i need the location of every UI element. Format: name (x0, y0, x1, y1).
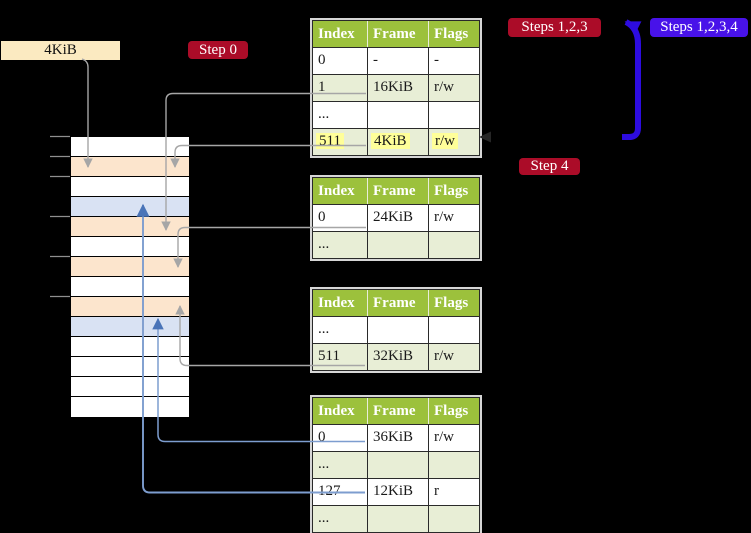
cell-frame (368, 232, 429, 258)
table-row-highlighted: 511 4KiB r/w (313, 128, 479, 155)
cell-flags (429, 506, 479, 532)
table-header-row: Index Frame Flags (313, 21, 479, 47)
table-row: ... (313, 101, 479, 128)
col-header-index: Index (313, 290, 368, 316)
memory-frame-row (71, 277, 189, 297)
cell-frame (368, 317, 429, 343)
highlight: 4KiB (371, 133, 410, 149)
memory-frame-row (71, 197, 189, 217)
cell-index: 1 (313, 75, 368, 101)
memory-frame-row (71, 377, 189, 397)
table-row: ... (313, 451, 479, 478)
memory-frame-row (71, 337, 189, 357)
cell-index: 0 (313, 205, 368, 231)
cell-flags: - (434, 52, 439, 68)
cell-flags: r/w (429, 129, 479, 155)
page-table-1: Index Frame Flags 0 - - 1 16KiB r/w ... … (310, 18, 482, 158)
table-row: ... (313, 231, 479, 258)
cell-index: 127 (313, 479, 368, 505)
cell-flags: r (434, 483, 439, 499)
cell-frame: - (368, 48, 429, 74)
col-header-index: Index (313, 398, 368, 424)
memory-frame-row (71, 317, 189, 337)
cell-frame: 32KiB (368, 344, 429, 370)
table-row: 511 32KiB r/w (313, 343, 479, 370)
cell-index: ... (313, 317, 368, 343)
cell-frame: 4KiB (368, 129, 429, 155)
arrow-steps-loop (622, 19, 642, 140)
cell-index: ... (313, 232, 368, 258)
cell-index: ... (313, 102, 368, 128)
cell-index: 0 (313, 425, 368, 451)
badge-step-4: Step 4 (519, 158, 580, 175)
page-table-2: Index Frame Flags 0 24KiB r/w ... (310, 175, 482, 261)
col-header-frame: Frame (368, 290, 429, 316)
memory-frame-row (71, 297, 189, 317)
page-table-3: Index Frame Flags ... 511 32KiB r/w (310, 287, 482, 373)
table-row: 1 16KiB r/w (313, 74, 479, 101)
table-row: 0 24KiB r/w (313, 204, 479, 231)
cell-index: ... (313, 452, 368, 478)
arrow-into-table1-row511 (479, 131, 491, 143)
cell-frame (368, 506, 429, 532)
highlight: r/w (432, 133, 458, 149)
page-size-label: 4KiB (1, 41, 120, 60)
cell-flags: r/w (434, 79, 454, 95)
memory-frame-row (71, 397, 189, 417)
memory-frame-row (71, 177, 189, 197)
memory-frame-row (71, 357, 189, 377)
cell-frame: 24KiB (368, 205, 429, 231)
cell-flags: r/w (434, 429, 454, 445)
badge-steps-1-2-3: Steps 1,2,3 (508, 18, 601, 37)
memory-frame-row (71, 137, 189, 157)
memory-frame-row (71, 217, 189, 237)
cell-frame: 16KiB (368, 75, 429, 101)
memory-frame-row (71, 157, 189, 177)
table-header-row: Index Frame Flags (313, 178, 479, 204)
cell-frame: 12KiB (368, 479, 429, 505)
table-row: 127 12KiB r (313, 478, 479, 505)
memory-frame-row (71, 237, 189, 257)
col-header-flags: Flags (429, 178, 479, 204)
badge-step-0: Step 0 (188, 41, 248, 59)
badge-steps-1-2-3-4: Steps 1,2,3,4 (650, 18, 748, 37)
frame-tick-marks (50, 135, 70, 298)
col-header-frame: Frame (368, 21, 429, 47)
col-header-flags: Flags (429, 398, 479, 424)
highlight: 511 (316, 133, 344, 149)
cell-index: 511 (313, 344, 368, 370)
memory-frame-row (71, 257, 189, 277)
cell-frame (368, 452, 429, 478)
cell-flags (429, 452, 479, 478)
col-header-frame: Frame (368, 178, 429, 204)
cell-index: 511 (313, 129, 368, 155)
table-header-row: Index Frame Flags (313, 398, 479, 424)
col-header-frame: Frame (368, 398, 429, 424)
table-row: 0 - - (313, 47, 479, 74)
cell-flags: r/w (434, 348, 454, 364)
col-header-flags: Flags (429, 21, 479, 47)
col-header-flags: Flags (429, 290, 479, 316)
page-table-4: Index Frame Flags 0 36KiB r/w ... 127 12… (310, 395, 482, 533)
cell-flags (429, 232, 479, 258)
col-header-index: Index (313, 21, 368, 47)
col-header-index: Index (313, 178, 368, 204)
table-row: 0 36KiB r/w (313, 424, 479, 451)
cell-flags (429, 102, 479, 128)
cell-frame: 36KiB (368, 425, 429, 451)
table-header-row: Index Frame Flags (313, 290, 479, 316)
cell-flags (429, 317, 479, 343)
cell-index: ... (313, 506, 368, 532)
cell-index: 0 (313, 48, 368, 74)
table-row: ... (313, 316, 479, 343)
physical-memory-column (70, 136, 190, 417)
cell-frame (368, 102, 429, 128)
cell-flags: r/w (434, 209, 454, 225)
